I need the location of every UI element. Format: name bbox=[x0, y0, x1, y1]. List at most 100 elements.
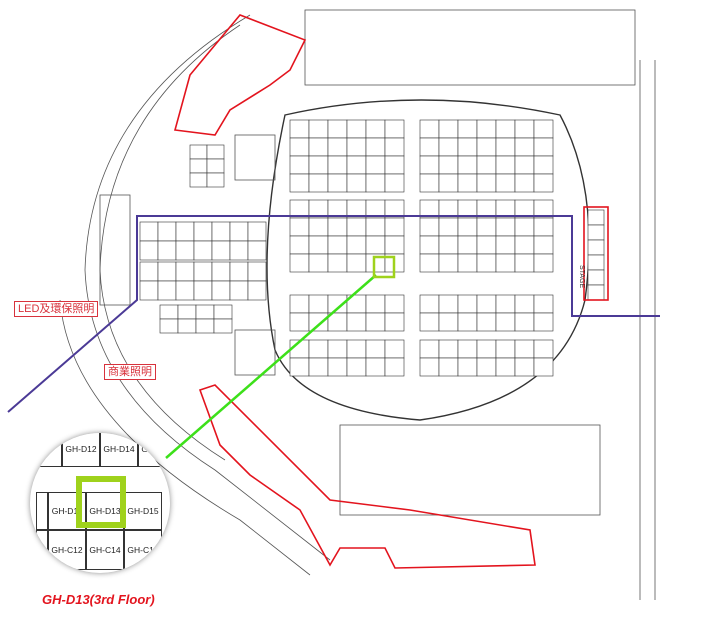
booth[interactable] bbox=[495, 312, 516, 332]
booth[interactable] bbox=[587, 254, 605, 271]
booth[interactable] bbox=[139, 280, 159, 301]
booth[interactable] bbox=[365, 294, 386, 314]
booth[interactable] bbox=[457, 217, 478, 237]
booth[interactable] bbox=[587, 209, 605, 226]
booth[interactable] bbox=[438, 235, 459, 255]
booth[interactable] bbox=[308, 294, 329, 314]
booth[interactable] bbox=[346, 217, 367, 237]
booth[interactable] bbox=[384, 119, 405, 139]
booth[interactable] bbox=[247, 240, 267, 261]
booth[interactable] bbox=[346, 235, 367, 255]
booth[interactable] bbox=[533, 294, 554, 314]
booth[interactable] bbox=[213, 318, 233, 334]
booth[interactable] bbox=[175, 221, 195, 242]
booth[interactable] bbox=[327, 235, 348, 255]
booth[interactable] bbox=[206, 144, 225, 160]
booth[interactable] bbox=[195, 318, 215, 334]
booth[interactable] bbox=[533, 155, 554, 175]
booth[interactable] bbox=[384, 339, 405, 359]
booth[interactable] bbox=[157, 280, 177, 301]
booth[interactable] bbox=[384, 155, 405, 175]
booth[interactable] bbox=[419, 119, 440, 139]
booth[interactable] bbox=[495, 294, 516, 314]
booth[interactable] bbox=[476, 137, 497, 157]
zone-label-commercial[interactable]: 商業照明 bbox=[104, 364, 156, 380]
booth[interactable] bbox=[514, 357, 535, 377]
booth[interactable] bbox=[495, 253, 516, 273]
booth[interactable] bbox=[213, 304, 233, 320]
booth[interactable] bbox=[476, 357, 497, 377]
booth[interactable] bbox=[533, 312, 554, 332]
booth[interactable] bbox=[159, 304, 179, 320]
booth[interactable] bbox=[308, 357, 329, 377]
booth[interactable] bbox=[438, 253, 459, 273]
booth[interactable] bbox=[175, 280, 195, 301]
booth[interactable] bbox=[438, 312, 459, 332]
booth[interactable] bbox=[419, 312, 440, 332]
booth[interactable] bbox=[327, 137, 348, 157]
booth[interactable] bbox=[289, 217, 310, 237]
booth[interactable] bbox=[419, 155, 440, 175]
booth[interactable] bbox=[327, 357, 348, 377]
booth[interactable] bbox=[514, 217, 535, 237]
booth[interactable] bbox=[587, 284, 605, 301]
booth[interactable] bbox=[476, 173, 497, 193]
booth[interactable] bbox=[229, 280, 249, 301]
booth[interactable] bbox=[438, 357, 459, 377]
booth[interactable] bbox=[327, 173, 348, 193]
booth[interactable] bbox=[587, 239, 605, 256]
booth[interactable] bbox=[533, 137, 554, 157]
booth[interactable] bbox=[308, 155, 329, 175]
booth[interactable] bbox=[139, 240, 159, 261]
booth[interactable] bbox=[495, 173, 516, 193]
booth[interactable] bbox=[419, 294, 440, 314]
booth[interactable] bbox=[495, 155, 516, 175]
booth[interactable] bbox=[211, 280, 231, 301]
booth[interactable] bbox=[457, 173, 478, 193]
booth[interactable] bbox=[419, 339, 440, 359]
booth[interactable] bbox=[289, 235, 310, 255]
booth[interactable] bbox=[365, 217, 386, 237]
booth[interactable] bbox=[419, 253, 440, 273]
booth[interactable] bbox=[587, 224, 605, 241]
booth[interactable] bbox=[365, 137, 386, 157]
booth[interactable] bbox=[247, 221, 267, 242]
booth[interactable] bbox=[476, 253, 497, 273]
booth[interactable] bbox=[476, 119, 497, 139]
booth[interactable] bbox=[438, 155, 459, 175]
booth[interactable] bbox=[533, 217, 554, 237]
booth[interactable] bbox=[438, 137, 459, 157]
booth[interactable] bbox=[457, 235, 478, 255]
booth[interactable] bbox=[587, 269, 605, 286]
booth[interactable] bbox=[289, 357, 310, 377]
booth[interactable] bbox=[476, 217, 497, 237]
booth[interactable] bbox=[308, 119, 329, 139]
booth[interactable] bbox=[457, 155, 478, 175]
booth[interactable] bbox=[229, 240, 249, 261]
booth[interactable] bbox=[193, 280, 213, 301]
booth[interactable] bbox=[189, 172, 208, 188]
booth[interactable] bbox=[533, 119, 554, 139]
booth[interactable] bbox=[229, 261, 249, 282]
booth[interactable] bbox=[289, 294, 310, 314]
booth[interactable] bbox=[476, 312, 497, 332]
booth[interactable] bbox=[139, 221, 159, 242]
booth[interactable] bbox=[476, 294, 497, 314]
booth[interactable] bbox=[365, 235, 386, 255]
booth[interactable] bbox=[308, 137, 329, 157]
booth[interactable] bbox=[384, 173, 405, 193]
booth[interactable] bbox=[365, 173, 386, 193]
booth[interactable] bbox=[327, 253, 348, 273]
booth[interactable] bbox=[346, 173, 367, 193]
booth[interactable] bbox=[247, 261, 267, 282]
booth[interactable] bbox=[175, 240, 195, 261]
booth[interactable] bbox=[495, 357, 516, 377]
booth[interactable] bbox=[211, 221, 231, 242]
booth[interactable] bbox=[438, 173, 459, 193]
booth[interactable] bbox=[327, 119, 348, 139]
booth[interactable] bbox=[247, 280, 267, 301]
booth[interactable] bbox=[189, 158, 208, 174]
booth[interactable] bbox=[495, 137, 516, 157]
booth[interactable] bbox=[438, 217, 459, 237]
booth[interactable] bbox=[206, 172, 225, 188]
